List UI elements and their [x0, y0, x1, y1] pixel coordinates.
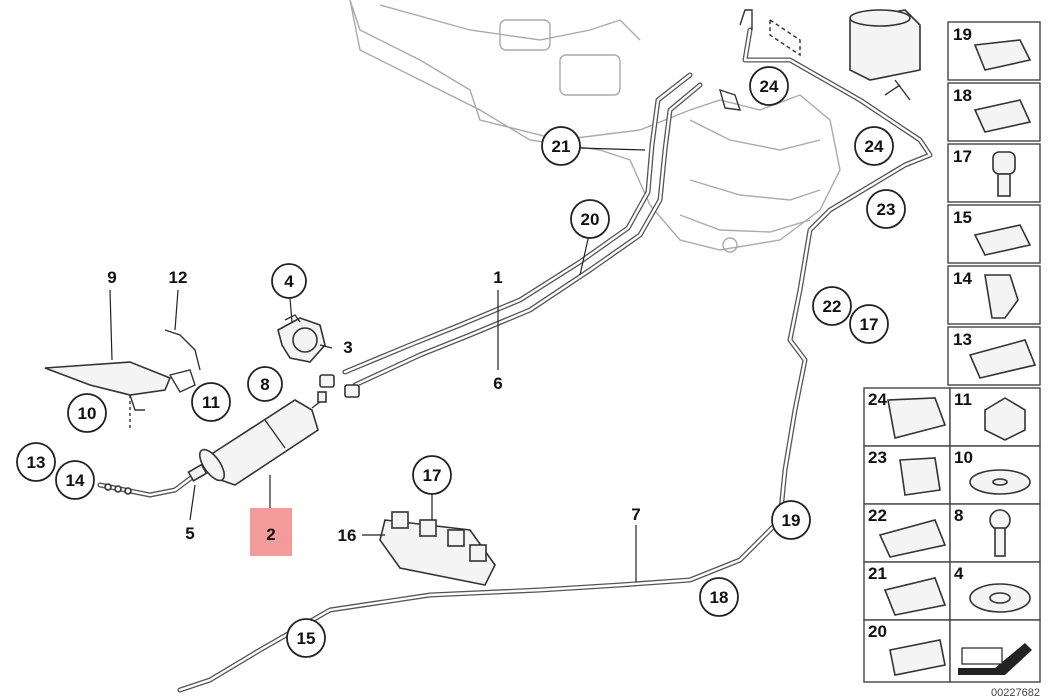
- svg-text:19: 19: [953, 25, 972, 44]
- sidebar-cell-13: 13: [947, 326, 1041, 386]
- svg-text:24: 24: [868, 390, 887, 409]
- label-5: 5: [185, 524, 194, 543]
- callout-18: 18: [699, 577, 739, 617]
- sidebar-cell-18: 18: [947, 82, 1041, 142]
- callout-15: 15: [286, 618, 326, 658]
- svg-text:23: 23: [877, 200, 896, 219]
- sidebar-right-column: 19 18 17 15 14 13: [947, 21, 1041, 386]
- clip-row-part: [379, 511, 496, 586]
- callout-17b: 17: [849, 304, 889, 344]
- svg-text:21: 21: [552, 137, 571, 156]
- svg-text:17: 17: [860, 315, 879, 334]
- svg-text:8: 8: [954, 506, 963, 525]
- svg-text:22: 22: [868, 506, 887, 525]
- doc-number: 00227682: [991, 687, 1040, 699]
- fuel-lines: [177, 9, 933, 693]
- sidebar-cell-17: 17: [947, 143, 1041, 203]
- svg-text:20: 20: [581, 210, 600, 229]
- fuel-tank-outline: [349, 0, 841, 253]
- callout-22: 22: [812, 286, 852, 326]
- sidebar-cell-11: 11: [949, 387, 1041, 447]
- svg-text:13: 13: [27, 453, 46, 472]
- svg-text:10: 10: [78, 404, 97, 423]
- svg-text:4: 4: [954, 564, 964, 583]
- label-1: 1: [493, 268, 502, 287]
- svg-text:17: 17: [953, 147, 972, 166]
- pipe-fittings: [319, 374, 360, 398]
- canister-part: [769, 9, 921, 101]
- hose-connector-part: [97, 463, 208, 498]
- svg-text:11: 11: [954, 390, 972, 409]
- sidebar-cell-19: 19: [947, 21, 1041, 81]
- clamp-part: [277, 314, 326, 363]
- highlight-box: [250, 508, 292, 556]
- callout-23: 23: [866, 189, 906, 229]
- svg-text:11: 11: [202, 393, 220, 412]
- sidebar-cell-14: 14: [947, 265, 1041, 325]
- label-6: 6: [493, 374, 502, 393]
- svg-text:15: 15: [297, 629, 316, 648]
- callout-11: 11: [191, 382, 231, 422]
- sidebar-cell-24: 24: [863, 387, 951, 447]
- sidebar-cell-21: 21: [863, 561, 951, 621]
- sidebar-cell-20: 20: [863, 619, 951, 683]
- sidebar-grid: 24 11 23 10 22 8 21 4 20: [863, 387, 1041, 683]
- callout-10: 10: [67, 393, 107, 433]
- sidebar-cell-15: 15: [947, 204, 1041, 264]
- label-12: 12: [169, 268, 188, 287]
- svg-text:18: 18: [710, 588, 729, 607]
- label-9: 9: [107, 268, 116, 287]
- callout-24b: 24: [854, 126, 894, 166]
- svg-text:24: 24: [760, 77, 779, 96]
- svg-text:18: 18: [953, 86, 972, 105]
- svg-text:20: 20: [868, 622, 887, 641]
- label-16: 16: [338, 526, 357, 545]
- callout-19: 19: [771, 500, 811, 540]
- callout-4: 4: [271, 263, 307, 299]
- callout-21: 21: [541, 126, 581, 166]
- svg-text:4: 4: [284, 272, 294, 291]
- leader-lines: [109, 147, 646, 582]
- svg-text:21: 21: [868, 564, 887, 583]
- callout-14: 14: [55, 460, 95, 500]
- svg-text:24: 24: [865, 137, 884, 156]
- sidebar-cell-arrow: [949, 619, 1041, 683]
- svg-text:23: 23: [868, 448, 887, 467]
- sidebar-cell-22: 22: [863, 503, 951, 563]
- sidebar-cell-10: 10: [949, 445, 1041, 505]
- svg-text:14: 14: [953, 269, 972, 288]
- svg-text:17: 17: [423, 466, 442, 485]
- sidebar-cell-4: 4: [949, 561, 1041, 621]
- svg-text:22: 22: [823, 297, 842, 316]
- callout-17a: 17: [412, 455, 452, 495]
- label-3: 3: [343, 338, 352, 357]
- callout-20: 20: [570, 199, 610, 239]
- svg-text:15: 15: [953, 208, 972, 227]
- svg-text:10: 10: [954, 448, 973, 467]
- svg-text:8: 8: [260, 375, 269, 394]
- label-2: 2: [266, 525, 275, 544]
- svg-text:13: 13: [953, 330, 972, 349]
- arrow-icon: [958, 643, 1032, 675]
- sidebar-cell-8: 8: [949, 503, 1041, 563]
- fuel-filter-part: [198, 391, 327, 486]
- label-7: 7: [631, 505, 640, 524]
- sidebar-cell-23: 23: [863, 445, 951, 505]
- svg-text:19: 19: [782, 511, 801, 530]
- callout-13: 13: [16, 442, 56, 482]
- svg-text:14: 14: [66, 471, 85, 490]
- bracket-part: [44, 329, 201, 430]
- callout-8: 8: [247, 366, 283, 402]
- callout-24a: 24: [749, 66, 789, 106]
